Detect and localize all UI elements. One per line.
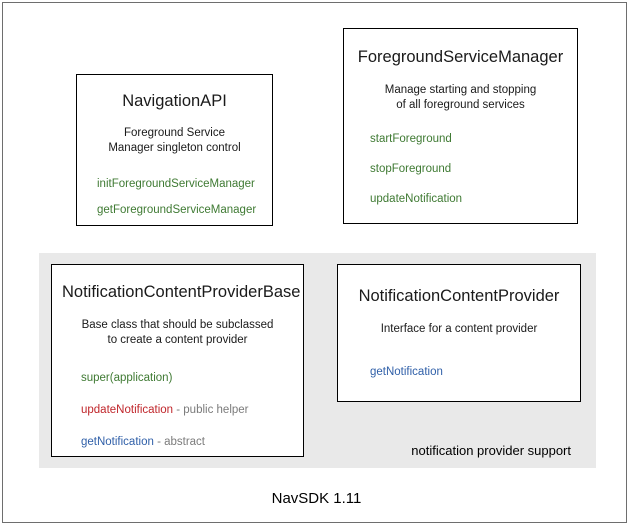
method-name: startForeground <box>370 132 452 145</box>
method-list-foreground-service-manager: startForeground stopForeground updateNot… <box>356 132 565 207</box>
class-desc-line-2: of all foreground services <box>396 99 525 112</box>
method-name: getNotification <box>370 366 443 379</box>
method-name: stopForeground <box>370 162 452 175</box>
method-note: - public helper <box>173 403 249 416</box>
diagram-footer-caption: NavSDK 1.11 <box>271 490 362 507</box>
class-desc-line-1: Foreground Service <box>124 126 225 139</box>
method-item[interactable]: updateNotification - public helper <box>81 403 293 418</box>
class-title-notification-content-provider-base: NotificationContentProviderBase <box>62 283 301 301</box>
method-item[interactable]: getForegroundServiceManager <box>97 203 260 218</box>
class-desc-foreground-service-manager: Manage starting and stopping of all fore… <box>356 83 565 114</box>
method-list-notification-content-provider-base: super(application) updateNotification - … <box>62 371 293 450</box>
class-desc-notification-content-provider-base: Base class that should be subclassed to … <box>62 318 293 349</box>
class-title-navigation-api: NavigationAPI <box>122 92 227 110</box>
method-item[interactable]: super(application) <box>81 371 293 386</box>
class-title-foreground-service-manager: ForegroundServiceManager <box>357 48 564 66</box>
method-name: getNotification <box>81 435 154 448</box>
class-desc-navigation-api: Foreground Service Manager singleton con… <box>89 126 260 157</box>
class-box-notification-content-provider-base[interactable]: NotificationContentProviderBase Base cla… <box>51 264 304 457</box>
class-title-notification-content-provider: NotificationContentProvider <box>358 287 560 305</box>
class-box-notification-content-provider[interactable]: NotificationContentProvider Interface fo… <box>337 264 581 402</box>
method-name: getForegroundServiceManager <box>97 203 257 216</box>
class-desc-line-1: Base class that should be subclassed <box>81 318 274 331</box>
method-item[interactable]: getNotification - abstract <box>81 435 293 450</box>
class-box-foreground-service-manager[interactable]: ForegroundServiceManager Manage starting… <box>343 28 578 224</box>
method-note: - abstract <box>153 435 206 448</box>
method-name: initForegroundServiceManager <box>97 177 255 190</box>
method-name: updateNotification <box>81 403 174 416</box>
class-desc-notification-content-provider: Interface for a content provider <box>350 322 568 338</box>
class-box-navigation-api[interactable]: NavigationAPI Foreground Service Manager… <box>76 74 273 226</box>
method-item[interactable]: stopForeground <box>370 162 565 177</box>
group-panel-label: notification provider support <box>411 443 571 458</box>
method-list-notification-content-provider: getNotification <box>350 365 568 380</box>
class-desc-line-1: Manage starting and stopping <box>384 83 537 96</box>
method-item[interactable]: initForegroundServiceManager <box>97 177 260 192</box>
method-list-navigation-api: initForegroundServiceManager getForegrou… <box>89 177 260 218</box>
method-item[interactable]: updateNotification <box>370 192 565 207</box>
method-item[interactable]: getNotification <box>370 365 568 380</box>
class-desc-line-2: to create a content provider <box>107 334 248 347</box>
method-name: updateNotification <box>370 192 463 205</box>
class-desc-line-2: Manager singleton control <box>108 142 241 155</box>
class-desc-line-1: Interface for a content provider <box>380 322 538 335</box>
method-item[interactable]: startForeground <box>370 132 565 147</box>
method-name: super(application) <box>81 371 173 384</box>
